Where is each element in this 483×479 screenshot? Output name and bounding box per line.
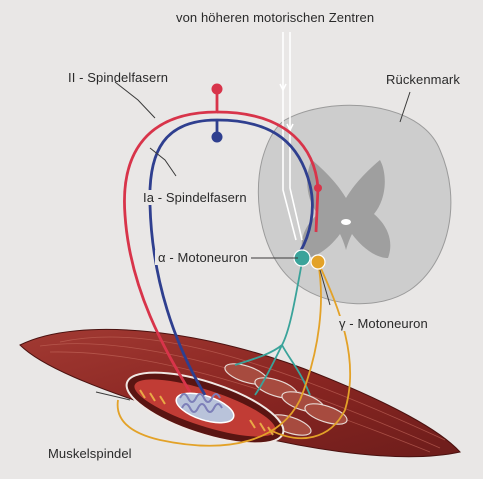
ia-fiber-terminal: [212, 132, 223, 143]
label-muscle-spindle: Muskelspindel: [48, 446, 132, 461]
label-top-centers: von höheren motorischen Zentren: [176, 10, 374, 25]
label-gamma-motoneuron: γ - Motoneuron: [336, 316, 431, 331]
label-spinal-cord: Rückenmark: [386, 72, 460, 87]
ii-fiber-terminal: [212, 84, 223, 95]
label-alpha-motoneuron: α - Motoneuron: [155, 250, 251, 265]
central-canal: [341, 219, 351, 225]
label-ia-fibers: Ia - Spindelfasern: [140, 190, 250, 205]
label-ii-fibers: II - Spindelfasern: [68, 70, 168, 85]
ii-fiber-synapse: [314, 184, 322, 192]
